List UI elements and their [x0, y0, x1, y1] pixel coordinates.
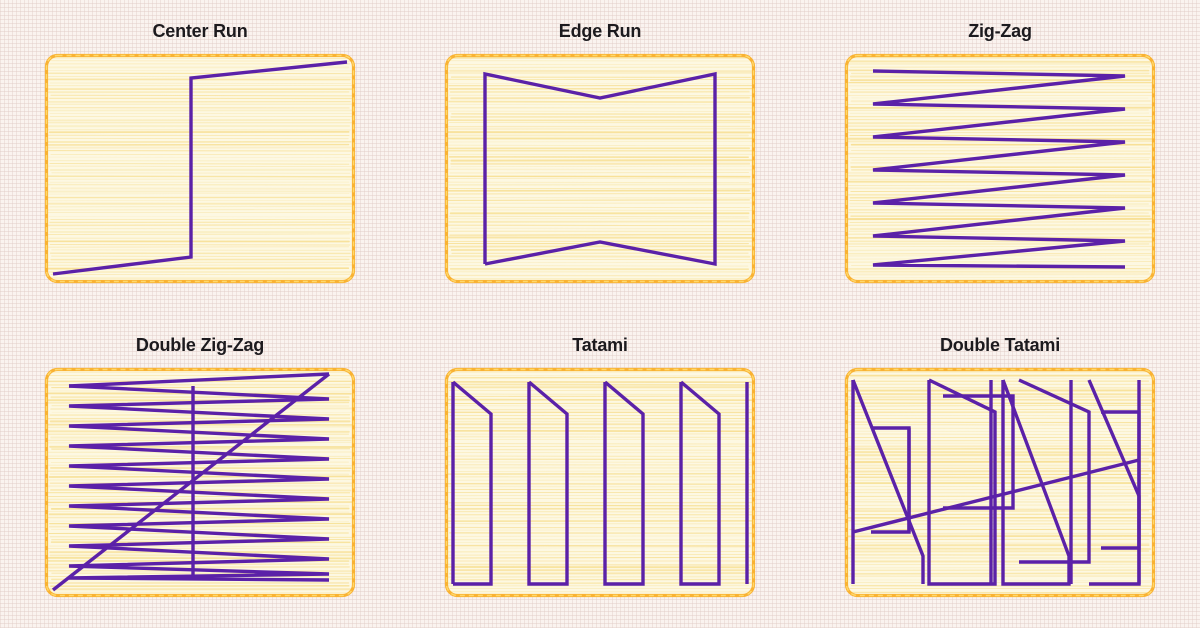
- stitch-diagram-edge-run: [444, 53, 756, 284]
- panel-title-double-tatami: Double Tatami: [939, 335, 1061, 355]
- stitch-polyline: [852, 458, 1140, 534]
- stitch-polyline: [1001, 379, 1071, 586]
- stitch-polyline: [1018, 378, 1091, 564]
- fabric-swatch-double-zig-zag: [43, 366, 357, 599]
- panel-title-tatami: Tatami: [572, 335, 628, 355]
- stitch-polyline: [603, 380, 645, 586]
- fabric-swatch-double-tatami: [843, 366, 1157, 599]
- panel-tatami: Tatami: [400, 314, 800, 628]
- stitch-path-group: [451, 380, 749, 586]
- stitch-polyline: [679, 380, 721, 586]
- stitch-diagram-tatami: [444, 367, 756, 598]
- fabric-weave-texture: [46, 57, 354, 279]
- panel-title-zig-zag: Zig-Zag: [968, 21, 1032, 41]
- stitch-path-group: [851, 378, 1141, 586]
- fabric-swatch-center-run: [43, 52, 357, 285]
- panel-double-tatami: Double Tatami: [800, 314, 1200, 628]
- panel-title-edge-run: Edge Run: [558, 21, 642, 41]
- stitch-polyline: [527, 380, 569, 586]
- fabric-weave-texture: [446, 371, 754, 593]
- panel-double-zig-zag: Double Zig-Zag: [0, 314, 400, 628]
- panel-title-center-run: Center Run: [152, 21, 248, 41]
- stitch-polyline: [851, 379, 925, 584]
- stitch-polyline: [943, 394, 1015, 510]
- stitch-polyline: [52, 60, 348, 276]
- fabric-weave-texture: [846, 57, 1154, 279]
- stitch-diagram-double-tatami: [844, 367, 1156, 598]
- stitch-polyline: [68, 372, 330, 388]
- stitch-diagram-zig-zag: [844, 53, 1156, 284]
- stitch-polyline: [68, 384, 330, 582]
- stitch-polyline: [51, 372, 331, 592]
- stitch-path-group: [872, 69, 1126, 269]
- stitch-polyline: [483, 71, 717, 267]
- stitch-polyline: [927, 378, 997, 586]
- panel-edge-run: Edge Run: [400, 0, 800, 314]
- stitch-path-group: [483, 71, 717, 267]
- stitch-diagram-center-run: [44, 53, 356, 284]
- panel-title-double-zig-zag: Double Zig-Zag: [135, 335, 265, 355]
- fabric-swatch-zig-zag: [843, 52, 1157, 285]
- stitch-polyline: [872, 69, 1126, 269]
- fabric-swatch-edge-run: [443, 52, 757, 285]
- stitch-polyline: [451, 380, 493, 586]
- panel-center-run: Center Run: [0, 0, 400, 314]
- stitch-diagram-double-zig-zag: [44, 367, 356, 598]
- stitch-path-group: [51, 372, 331, 592]
- panel-zig-zag: Zig-Zag: [800, 0, 1200, 314]
- stitch-path-group: [52, 60, 348, 276]
- fabric-swatch-tatami: [443, 366, 757, 599]
